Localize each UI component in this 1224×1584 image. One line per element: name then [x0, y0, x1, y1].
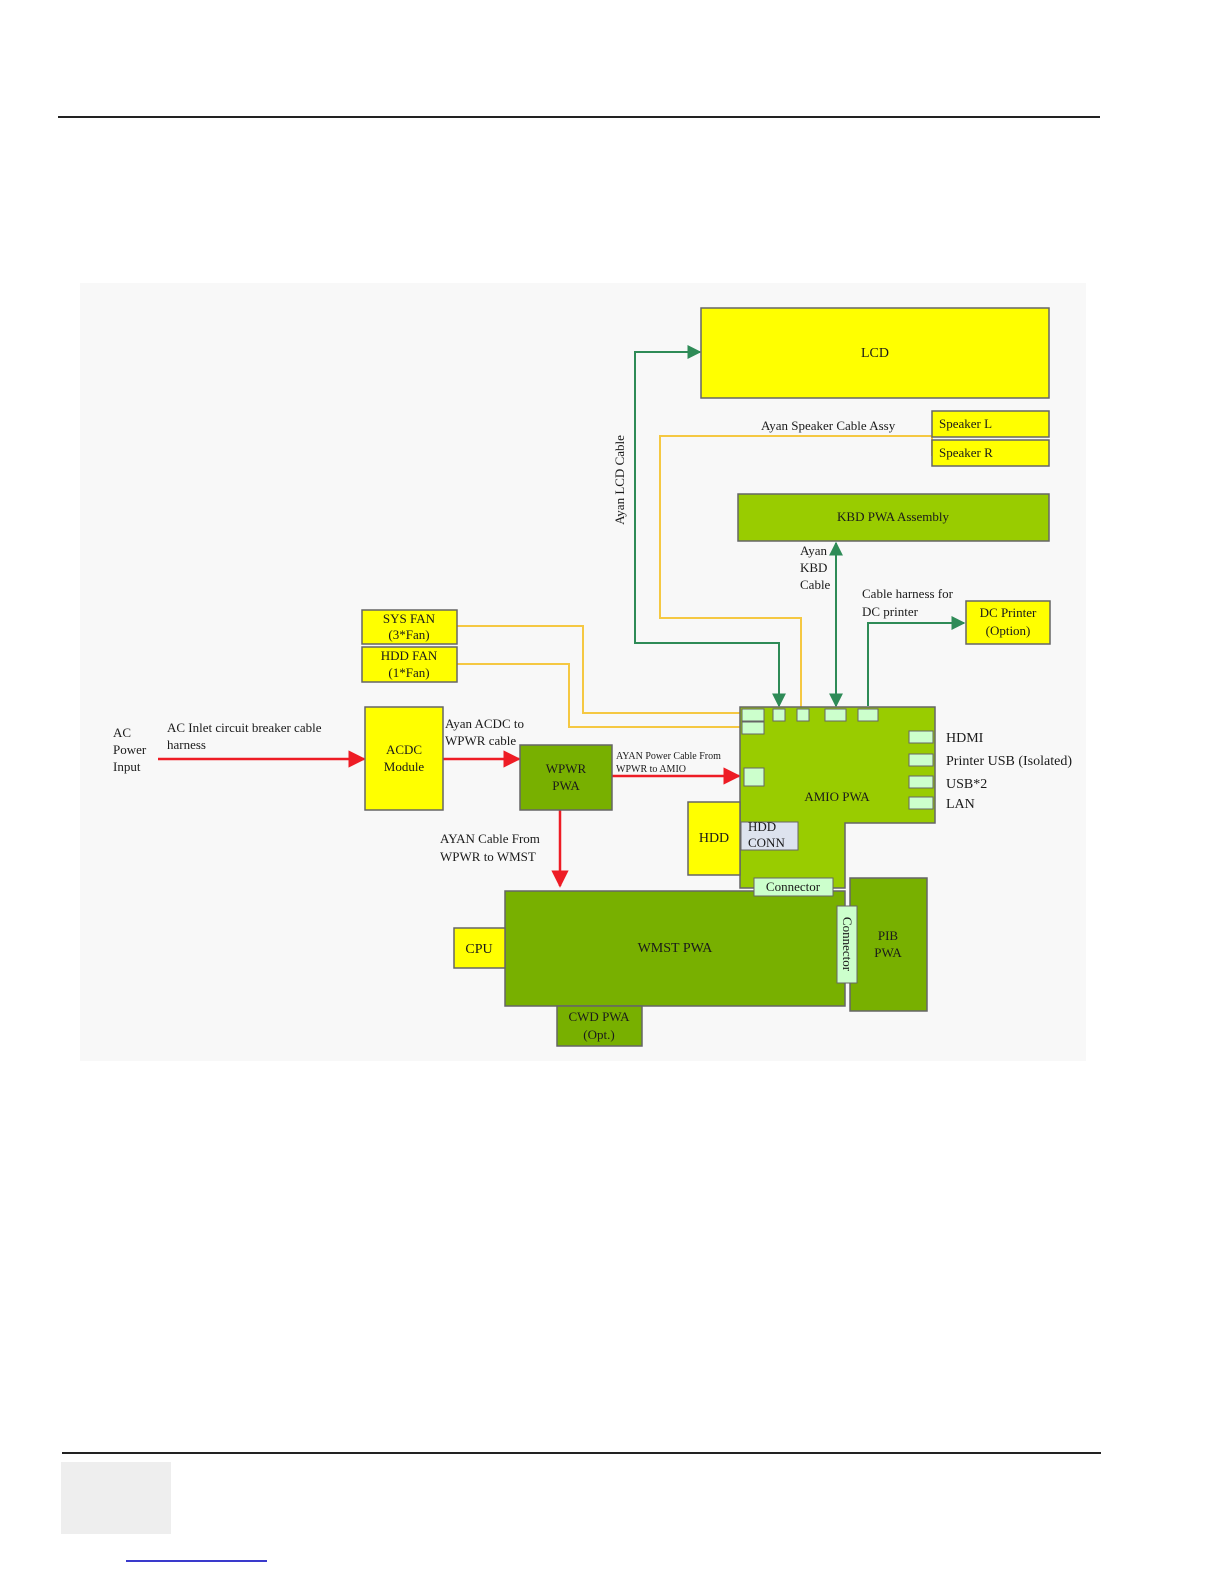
power-cable-label-1: AYAN Power Cable From — [616, 751, 721, 762]
printer-cable-label-2: DC printer — [862, 604, 919, 619]
hdd-conn-label-2: CONN — [748, 835, 785, 850]
speaker-l-block — [931, 410, 1050, 438]
amio-top-connector-6 — [857, 708, 879, 722]
kbd-block — [737, 493, 1050, 542]
ac-inlet-label-1: AC Inlet circuit breaker cable — [167, 720, 322, 735]
printer-cable-label-1: Cable harness for — [862, 586, 954, 601]
wmst-label: WMST PWA — [638, 941, 714, 956]
lcd-cable-label: Ayan LCD Cable — [612, 435, 627, 525]
pib-label-2: PWA — [874, 945, 902, 960]
speaker-r-block — [931, 439, 1050, 467]
ac-inlet-label-2: harness — [167, 737, 206, 752]
sys-fan-label-2: (3*Fan) — [388, 627, 429, 642]
acdc-label-1: ACDC — [386, 742, 422, 757]
printer-cable-arrow — [867, 616, 966, 706]
lcd-block — [700, 307, 1050, 399]
connector-horizontal-label: Connector — [766, 879, 821, 894]
cpu-block — [453, 927, 506, 969]
lcd-label: LCD — [861, 346, 889, 361]
acdc-block — [364, 706, 444, 811]
hdd-block — [687, 801, 741, 876]
amio-top-connector-2 — [741, 721, 765, 735]
wmst-cable-label-2: WPWR to WMST — [440, 849, 536, 864]
acdc-cable-label-1: Ayan ACDC to — [445, 716, 524, 731]
connector-vertical — [836, 905, 858, 984]
lan-label: LAN — [946, 797, 975, 812]
hdd-conn-label-1: HDD — [748, 819, 776, 834]
footer-link-underline[interactable] — [126, 1560, 267, 1562]
amio-top-connector-5 — [824, 708, 847, 722]
speaker-cable-label: Ayan Speaker Cable Assy — [761, 418, 896, 433]
wpwr-label-2: PWA — [552, 778, 580, 793]
dc-printer-label-2: (Option) — [986, 623, 1031, 638]
header-rule — [58, 116, 1100, 118]
printer-usb-port — [908, 753, 934, 767]
hdd-fan-label-2: (1*Fan) — [388, 665, 429, 680]
speaker-r-label: Speaker R — [939, 445, 993, 460]
hdd-fan-label-1: HDD FAN — [381, 648, 438, 663]
amio-top-connector-1 — [741, 708, 765, 722]
kbd-cable-label-3: Cable — [800, 577, 831, 592]
kbd-cable-label-2: KBD — [800, 560, 827, 575]
usb-port — [908, 775, 934, 789]
acdc-cable-label-2: WPWR cable — [445, 733, 516, 748]
hdd-label: HDD — [699, 831, 729, 846]
dc-printer-label-1: DC Printer — [980, 605, 1037, 620]
amio-top-connector-4 — [796, 708, 810, 722]
footer-page-box — [61, 1462, 171, 1534]
footer-rule — [62, 1452, 1101, 1454]
wpwr-label-1: WPWR — [546, 761, 587, 776]
power-cable-label-2: WPWR to AMIO — [616, 764, 686, 775]
printer-usb-label: Printer USB (Isolated) — [946, 754, 1072, 769]
speaker-l-label: Speaker L — [939, 416, 992, 431]
amio-power-connector — [743, 767, 765, 787]
fan-cable-lines — [457, 625, 740, 728]
kbd-label: KBD PWA Assembly — [837, 509, 949, 524]
pib-label-1: PIB — [878, 928, 899, 943]
hdd-fan-block — [361, 646, 458, 683]
lcd-cable-arrow — [634, 345, 786, 708]
ac-power-label-3: Input — [113, 759, 141, 774]
hdd-conn-block — [740, 821, 799, 851]
amio-label: AMIO PWA — [804, 789, 870, 804]
cwd-label-1: CWD PWA — [568, 1009, 630, 1024]
acdc-label-2: Module — [384, 759, 425, 774]
cwd-block — [556, 1005, 643, 1047]
hdmi-label: HDMI — [946, 731, 984, 746]
dc-printer-block — [965, 600, 1051, 645]
sys-fan-block — [361, 609, 458, 645]
wmst-cable-label-1: AYAN Cable From — [440, 831, 540, 846]
usb-label: USB*2 — [946, 777, 987, 792]
cwd-label-2: (Opt.) — [583, 1027, 614, 1042]
connector-horizontal — [753, 877, 834, 897]
wmst-block — [504, 890, 846, 1007]
cpu-label: CPU — [465, 942, 492, 957]
pib-block — [849, 877, 928, 1012]
lan-port — [908, 796, 934, 810]
wpwr-block — [519, 744, 613, 811]
sys-fan-label-1: SYS FAN — [383, 611, 436, 626]
amio-top-connector-3 — [772, 708, 786, 722]
connector-vertical-label: Connector — [840, 917, 855, 972]
kbd-cable-label-1: Ayan — [800, 543, 827, 558]
ac-power-label-2: Power — [113, 742, 147, 757]
ac-power-label-1: AC — [113, 725, 131, 740]
hdmi-port — [908, 730, 934, 744]
